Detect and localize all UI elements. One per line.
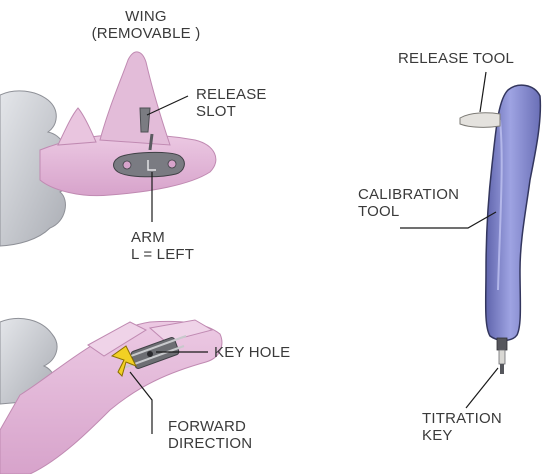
release-tool-label: RELEASE TOOL bbox=[398, 50, 514, 67]
arm-label-line2: L = LEFT bbox=[131, 246, 194, 263]
titration-key-icon bbox=[497, 338, 507, 374]
appliance-fin-icon bbox=[58, 108, 96, 145]
arm-label: ARM L = LEFT bbox=[131, 229, 194, 263]
key-hole-icon bbox=[147, 351, 153, 357]
calibration-tool-label: CALIBRATION TOOL bbox=[358, 186, 459, 220]
forward-direction-label-line1: FORWARD bbox=[168, 418, 252, 435]
release-tool-leader bbox=[480, 72, 486, 112]
release-slot-label-line1: RELEASE bbox=[196, 86, 267, 103]
titration-key-label-line1: TITRATION bbox=[422, 410, 502, 427]
key-hole-label: KEY HOLE bbox=[214, 344, 290, 361]
top-left-appliance-group bbox=[0, 52, 216, 246]
titration-key-leader bbox=[466, 368, 498, 408]
wing-label-line1: WING bbox=[56, 8, 236, 25]
wing-label: WING (REMOVABLE ) bbox=[56, 8, 236, 42]
release-slot-icon bbox=[140, 108, 150, 132]
calibration-tool-label-line2: TOOL bbox=[358, 203, 459, 220]
titration-key-label: TITRATION KEY bbox=[422, 410, 502, 444]
forward-direction-label: FORWARD DIRECTION bbox=[168, 418, 252, 452]
calibration-tool-group bbox=[460, 85, 540, 374]
release-slot-label: RELEASE SLOT bbox=[196, 86, 267, 120]
release-tool-tip-icon bbox=[460, 113, 500, 128]
arm-label-line1: ARM bbox=[131, 229, 194, 246]
wing-label-line2: (REMOVABLE ) bbox=[56, 25, 236, 42]
release-slot-label-line2: SLOT bbox=[196, 103, 267, 120]
appliance-wing-icon bbox=[100, 52, 170, 145]
titration-key-label-line2: KEY bbox=[422, 427, 502, 444]
calibration-tool-label-line1: CALIBRATION bbox=[358, 186, 459, 203]
forward-direction-label-line2: DIRECTION bbox=[168, 435, 252, 452]
